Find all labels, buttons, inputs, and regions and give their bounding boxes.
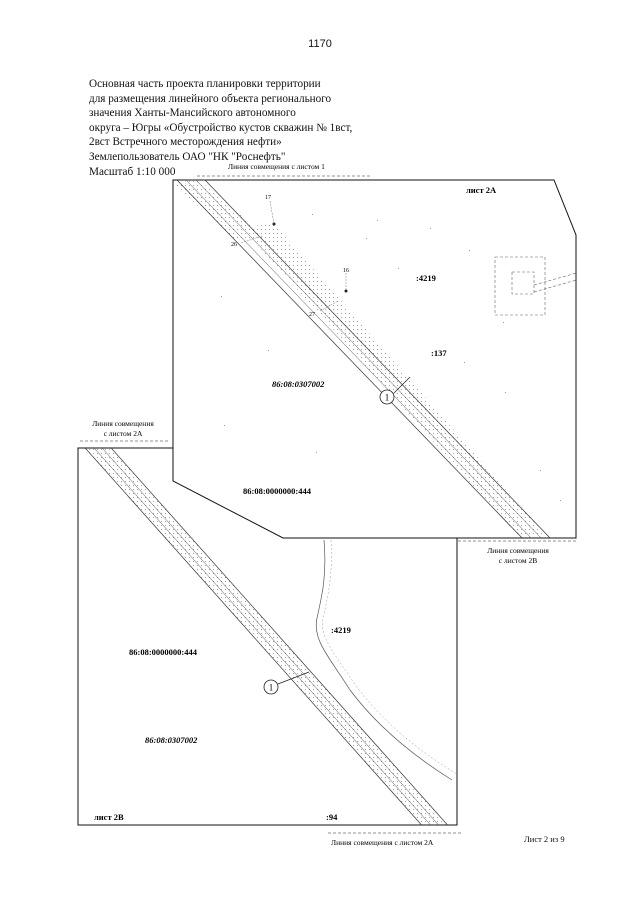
parcel-label-444: 86:08:0000000:444 (129, 647, 198, 657)
corridor-edge (78, 448, 427, 825)
sheet-2a-content: 1 (173, 180, 576, 538)
leader-line (319, 300, 339, 312)
callout-number: 1 (269, 683, 274, 693)
parcel-label-4219: :4219 (416, 273, 436, 283)
parcel-label-137: :137 (431, 348, 447, 358)
quarter-label: 86:08:0307002 (145, 735, 198, 745)
match-line-label-left: Линия совмещения (92, 419, 154, 428)
page-footer: Лист 2 из 9 (524, 834, 565, 844)
match-line-label-top: Линия совмещения с листом 1 (228, 162, 325, 171)
pipeline-line (195, 180, 544, 538)
pipeline-line (86, 448, 436, 825)
callout-leader (277, 671, 310, 685)
callout-circle (263, 679, 279, 695)
header-line: Основная часть проекта планировки террит… (89, 78, 321, 90)
road-line (322, 539, 457, 775)
leader-line (269, 200, 275, 225)
road-line (315, 539, 453, 781)
header-line: значения Ханты-Мансийского автономного (89, 107, 296, 120)
match-lines: Линия совмещения с листом 1 Линия совмещ… (80, 162, 576, 847)
header-line: 2вст Встречного месторождения нефти» (89, 136, 282, 149)
parcel-label-444: 86:08:0000000:444 (243, 486, 312, 496)
header-block: Основная часть проекта планировки террит… (89, 77, 352, 179)
point-marker (344, 289, 348, 293)
corridor-band (173, 180, 548, 538)
parcel-label-4219: :4219 (331, 625, 351, 635)
scale-label: Масштаб 1:10 000 (89, 165, 176, 178)
sheet-2b-content: 1 (78, 448, 457, 825)
corridor-band (78, 448, 452, 825)
match-line-label-bottom: Линия совмещения с листом 2А (331, 838, 434, 847)
point-marker (272, 222, 276, 226)
point-label-16: 16 (343, 268, 349, 274)
sheet-title: лист 2А (466, 185, 497, 195)
pipeline-line (185, 180, 534, 538)
match-line-label-left: с листом 2А (104, 429, 143, 438)
header-line: Землепользователь ОАО "НК "Роснефть" (89, 150, 286, 163)
parcel-label-94: :94 (326, 812, 338, 822)
page-number: 1170 (308, 38, 332, 50)
corridor-edge (176, 180, 525, 538)
sheet-title: лист 2В (94, 812, 124, 822)
point-label-17: 17 (265, 195, 271, 201)
header-line: округа – Югры «Обустройство кустов скваж… (89, 121, 353, 134)
sheet-2a: 1 лист 2А 17 26 16 27 :4219 :137 86:08:0… (172, 179, 577, 539)
corridor-edge (103, 448, 453, 825)
leader-line (240, 235, 263, 244)
point-label-27: 27 (309, 312, 315, 318)
match-line-label-right: с листом 2В (499, 556, 537, 565)
pipeline-line (94, 448, 444, 825)
header-line: для размещения линейного объекта региона… (89, 92, 332, 105)
corridor-edge (204, 180, 553, 538)
callout-number: 1 (385, 393, 390, 403)
point-label-26: 26 (231, 242, 237, 248)
callout-circle (379, 389, 395, 405)
callout-leader (393, 376, 411, 394)
match-line-label-right: Линия совмещения (487, 546, 549, 555)
quarter-label: 86:08:0307002 (272, 379, 325, 389)
well-pad (494, 256, 576, 316)
